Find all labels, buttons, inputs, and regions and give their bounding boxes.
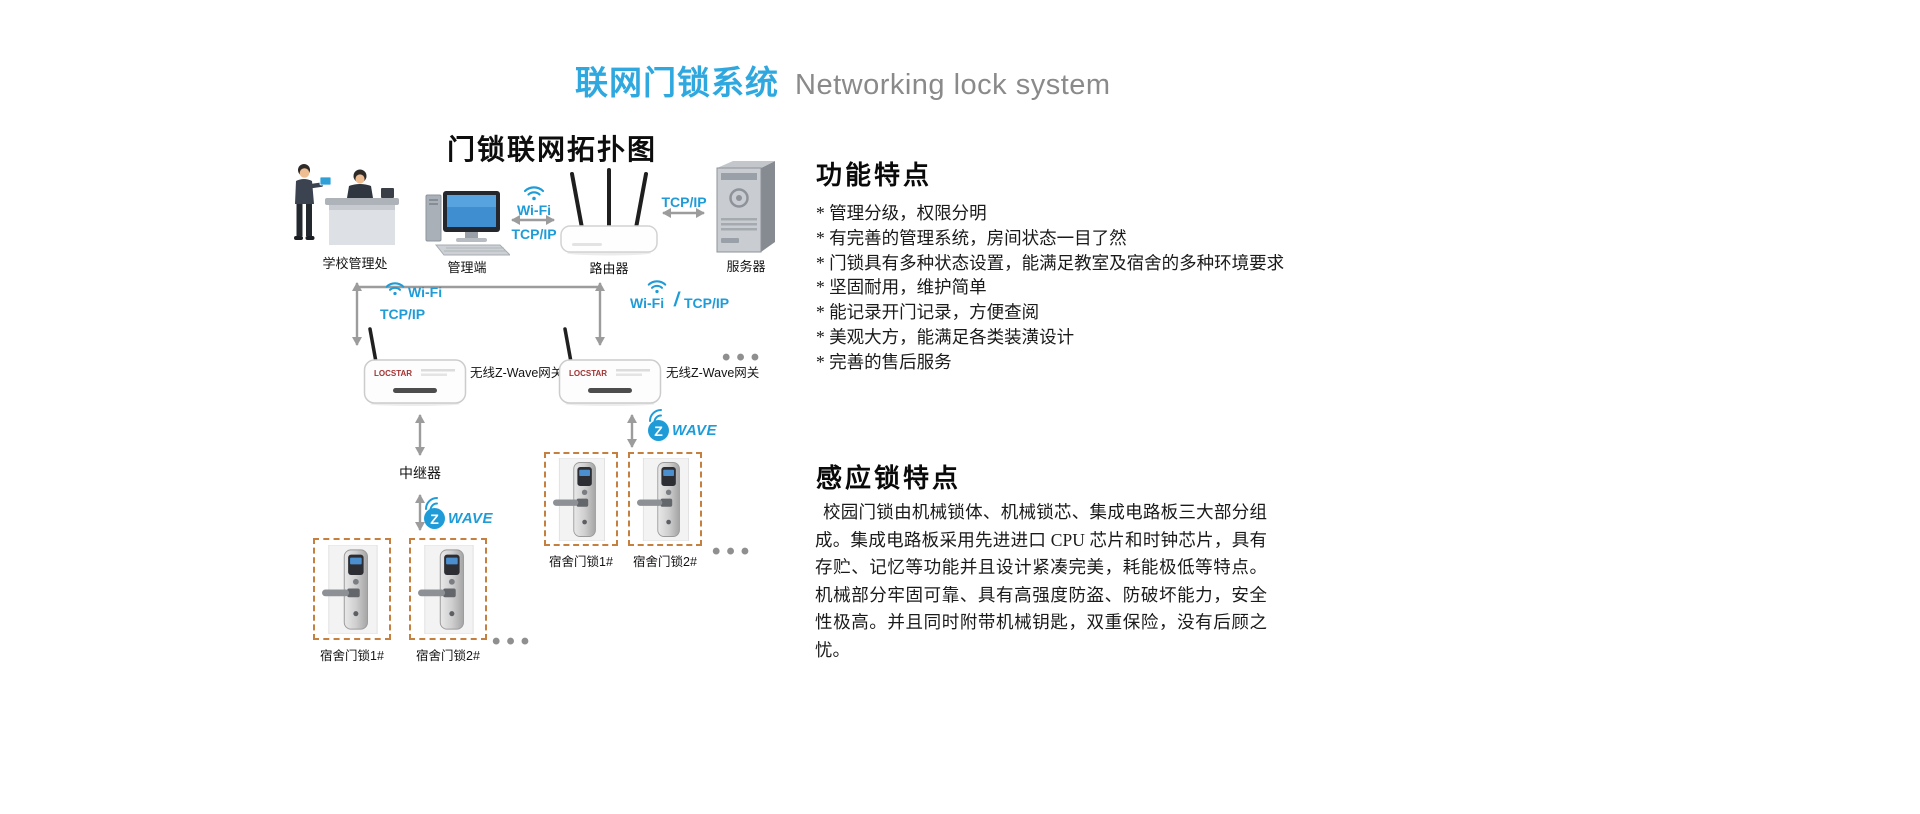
feature-item: * 能记录开门记录，方便查阅 [816,302,1040,323]
wifi-icon [523,186,545,201]
zwave-arcs-icon [649,409,662,423]
label-gateway-2: 无线Z-Wave网关 [666,366,760,380]
school-office-illustration [294,164,399,245]
wifi-icon [647,280,667,294]
label-repeater: 中继器 [399,465,441,481]
admin-terminal-illustration [425,191,510,256]
lock-features-body: 校园门锁由机械锁体、机械锁芯、集成电路板三大部分组成。集成电路板采用先进进口 C… [815,502,1267,660]
label-admin-terminal: 管理端 [447,260,487,275]
label-tcpip-server: TCP/IP [661,194,707,210]
zwave-logo-right: Z WAVE [648,409,718,441]
label-wifi-top: Wi-Fi [516,202,552,218]
features-list: * 管理分级，权限分明 * 有完善的管理系统，房间状态一目了然 * 门锁具有多种… [816,201,1284,375]
zwave-wave-label: WAVE [448,510,494,527]
topology-title: 门锁联网拓扑图 [447,134,658,165]
label-lock-left-2: 宿舍门锁2# [416,649,480,663]
label-wifi-left: Wi-Fi [408,284,443,300]
label-lock-right-1: 宿舍门锁1# [549,555,613,569]
door-lock-illustration [552,458,610,541]
label-tcpip-right: TCP/IP [684,295,730,311]
zwave-wave-label: WAVE [672,422,718,439]
gateway-brand: LOCSTAR [374,369,412,378]
lock-box-left-1 [313,538,391,640]
label-lock-left-1: 宿舍门锁1# [320,649,384,663]
door-lock-illustration [417,545,479,634]
zwave-arcs-icon [425,497,438,511]
door-lock-illustration [321,545,383,634]
lock-box-left-2 [409,538,487,640]
feature-item: * 有完善的管理系统，房间状态一目了然 [816,227,1127,248]
label-lock-right-2: 宿舍门锁2# [633,555,697,569]
zwave-z-icon: Z [648,420,669,441]
lock-box-right-2 [628,452,702,546]
zwave-z-icon: Z [424,508,445,529]
ellipsis-locks-left: ••• [492,628,536,655]
features-heading: 功能特点 [816,161,933,190]
label-gateway-1: 无线Z-Wave网关 [470,366,564,380]
ellipsis-locks-right: ••• [712,538,756,565]
zwave-gateway-2: LOCSTAR [558,327,662,406]
lock-features-heading: 感应锁特点 [816,464,962,493]
page-title-cn: 联网门锁系统 [575,64,779,101]
label-tcpip-top: TCP/IP [511,226,557,242]
feature-item: * 美观大方，能满足各类装潢设计 [816,326,1075,347]
feature-item: * 门锁具有多种状态设置，能满足教室及宿舍的多种环境要求 [816,252,1285,273]
gateway-brand: LOCSTAR [569,369,607,378]
feature-item: * 坚固耐用，维护简单 [816,277,987,298]
zwave-gateway-1: LOCSTAR [363,327,467,406]
server-illustration [716,161,775,253]
label-router: 路由器 [589,261,629,276]
zwave-logo-left: Z WAVE [424,497,494,529]
label-school-office: 学校管理处 [322,256,388,271]
label-server: 服务器 [726,259,766,274]
page-title-en: Networking lock system [795,69,1111,101]
router-illustration [560,168,658,256]
label-wifi-right: Wi-Fi [630,295,665,311]
ellipsis-gateways: ••• [722,344,766,371]
feature-item: * 完善的售后服务 [816,351,952,372]
label-tcpip-left: TCP/IP [380,306,426,322]
feature-item: * 管理分级，权限分明 [816,203,987,223]
door-lock-illustration [636,458,694,541]
wifi-icon [385,282,405,296]
page-header: 联网门锁系统 Networking lock system [575,56,1111,104]
lock-box-right-1 [544,452,618,546]
